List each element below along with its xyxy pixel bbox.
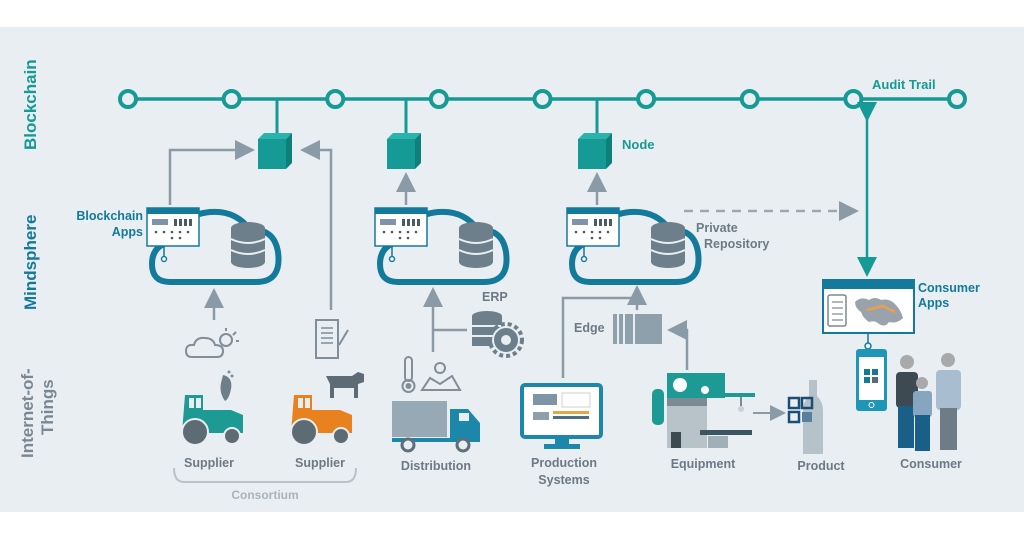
supplier-1-label: Supplier bbox=[184, 456, 234, 470]
erp-database-gear-icon bbox=[472, 311, 524, 358]
tractor-orange-icon bbox=[290, 395, 352, 446]
erp-label: ERP bbox=[482, 290, 508, 304]
distribution-label: Distribution bbox=[401, 459, 471, 473]
supplier-2-label: Supplier bbox=[295, 456, 345, 470]
node-cube-icon bbox=[387, 133, 421, 169]
contract-document-icon bbox=[315, 319, 349, 359]
delivery-truck-icon bbox=[392, 401, 480, 453]
smartphone-qr-icon bbox=[856, 349, 887, 411]
blockchain-node-icon bbox=[947, 89, 967, 109]
edge-device-icon bbox=[613, 314, 662, 344]
mindsphere-cloud-icon bbox=[146, 207, 282, 285]
weather-cloud-sun-icon bbox=[184, 328, 239, 358]
private-repo-label-2: Repository bbox=[704, 237, 769, 251]
blockchain-node-icon bbox=[118, 89, 138, 109]
layer-label-blockchain: Blockchain bbox=[21, 59, 40, 150]
node-label: Node bbox=[622, 137, 655, 152]
app-window-icon bbox=[566, 207, 620, 263]
blockchain-apps-label-1: Blockchain bbox=[76, 209, 143, 223]
blockchain-node-icon bbox=[636, 89, 657, 109]
corn-crop-icon bbox=[220, 370, 234, 401]
consumer-apps-window-icon bbox=[822, 279, 915, 334]
consortium-label: Consortium bbox=[231, 488, 298, 502]
app-window-icon bbox=[374, 207, 428, 263]
equipment-label: Equipment bbox=[671, 457, 736, 471]
mindsphere-cloud-icon bbox=[566, 207, 702, 285]
database-icon bbox=[650, 222, 686, 268]
thermometer-icon bbox=[401, 356, 416, 393]
blockchain-apps-label-2: Apps bbox=[112, 225, 143, 239]
blockchain-line bbox=[118, 89, 967, 109]
production-label-2: Systems bbox=[538, 473, 589, 487]
mindsphere-cloud-icon bbox=[374, 207, 510, 285]
consumer-apps-label-1: Consumer bbox=[918, 281, 980, 295]
map-location-icon bbox=[420, 362, 462, 391]
private-repo-label-1: Private bbox=[696, 221, 738, 235]
consumer-label: Consumer bbox=[900, 457, 962, 471]
blockchain-node-icon bbox=[532, 89, 553, 109]
production-label-1: Production bbox=[531, 456, 597, 470]
node-cube-icon bbox=[578, 133, 612, 169]
layer-label-iot-line2: Things bbox=[38, 379, 57, 435]
app-window-icon bbox=[146, 207, 200, 263]
cow-icon bbox=[326, 372, 364, 398]
equipment-machine-icon bbox=[652, 373, 755, 448]
blockchain-node-icon bbox=[843, 89, 864, 109]
tractor-teal-icon bbox=[181, 395, 243, 446]
blockchain-node-icon bbox=[428, 89, 449, 109]
product-label: Product bbox=[797, 459, 845, 473]
layer-label-mindsphere: Mindsphere bbox=[21, 215, 40, 310]
consortium-bracket bbox=[173, 467, 357, 483]
database-icon bbox=[230, 222, 266, 268]
blockchain-node-icon bbox=[221, 89, 242, 109]
blockchain-node-icon bbox=[325, 89, 346, 109]
production-monitor-icon bbox=[520, 383, 603, 449]
audit-trail-label: Audit Trail bbox=[872, 77, 936, 92]
database-icon bbox=[458, 222, 494, 268]
consumer-apps-label-2: Apps bbox=[918, 296, 949, 310]
node-cube-icon bbox=[258, 133, 292, 169]
edge-label: Edge bbox=[574, 321, 605, 335]
product-bottle-qr-icon bbox=[787, 380, 823, 454]
layer-label-iot-line1: Internet-of- bbox=[18, 368, 37, 458]
consumer-family-icon bbox=[896, 353, 961, 451]
blockchain-node-icon bbox=[739, 89, 760, 109]
